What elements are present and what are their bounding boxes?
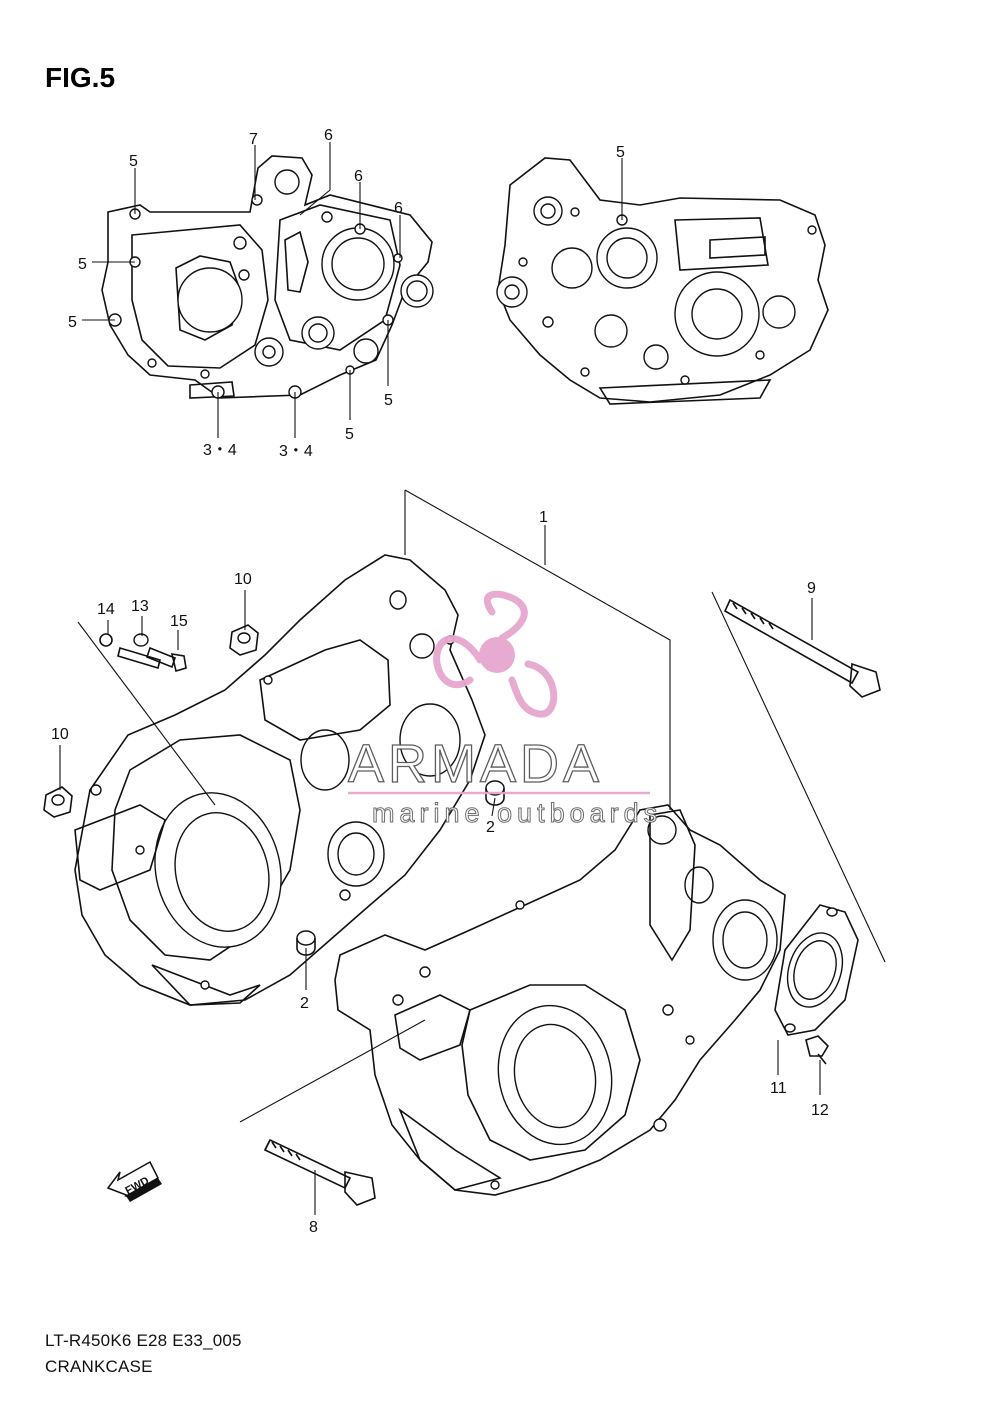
o-ring-14	[99, 633, 113, 647]
armada-watermark: ARMADA marine outboards	[347, 590, 662, 829]
callout-5: 5	[68, 314, 77, 331]
callout-3-4: 3・4	[203, 442, 237, 459]
callout-6: 6	[394, 200, 403, 217]
dowel-pin-upper	[485, 780, 505, 806]
bolt-8	[263, 1138, 376, 1206]
crankcase-right-half-exploded	[74, 554, 486, 1006]
crankcase-right-half-inner-view	[101, 155, 434, 399]
callout-14: 14	[97, 601, 115, 618]
bolt-9	[723, 598, 881, 698]
callout-5: 5	[129, 153, 138, 170]
callout-12: 12	[811, 1102, 829, 1119]
callout-1: 1	[539, 509, 548, 526]
figure-name: CRANKCASE	[45, 1357, 153, 1376]
watermark-subtitle: marine outboards	[372, 798, 662, 828]
crankcase-left-half-exploded	[334, 804, 786, 1196]
figure-code: LT-R450K6 E28 E33_005	[45, 1331, 242, 1350]
callout-3-4: 3・4	[279, 443, 313, 460]
callout-2: 2	[300, 995, 309, 1012]
callout-6: 6	[354, 168, 363, 185]
callout-7: 7	[249, 131, 258, 148]
leader-lines	[59, 142, 886, 1215]
callout-10: 10	[51, 726, 69, 743]
forward-direction-badge: FWD	[106, 1160, 162, 1202]
screw-12	[805, 1035, 830, 1065]
callout-5: 5	[384, 392, 393, 409]
callout-15: 15	[170, 613, 188, 630]
callout-13: 13	[131, 598, 149, 615]
bolt-15	[146, 646, 187, 673]
callout-6: 6	[324, 127, 333, 144]
callout-labels: 5 5 5 7 6 6 6 5 5 3・4 3・4 5 1 10 14 13 1…	[51, 127, 829, 1236]
callout-11: 11	[770, 1080, 787, 1097]
flange-nut-10-lower	[43, 786, 73, 818]
callout-9: 9	[807, 580, 816, 597]
watermark-brand: ARMADA	[348, 734, 603, 794]
dowel-pin-lower	[296, 930, 316, 956]
callout-10: 10	[234, 571, 252, 588]
callout-5: 5	[345, 426, 354, 443]
callout-5: 5	[616, 144, 625, 161]
bearing-retainer-11	[774, 904, 859, 1036]
callout-5: 5	[78, 256, 87, 273]
callout-2: 2	[486, 819, 495, 836]
pin-13	[117, 633, 161, 670]
callout-8: 8	[309, 1219, 318, 1236]
crankcase-left-half-inner-view	[496, 157, 829, 405]
figure-title: FIG.5	[45, 62, 116, 93]
flange-nut-10-upper	[229, 624, 259, 656]
propeller-logo-icon	[433, 590, 558, 718]
